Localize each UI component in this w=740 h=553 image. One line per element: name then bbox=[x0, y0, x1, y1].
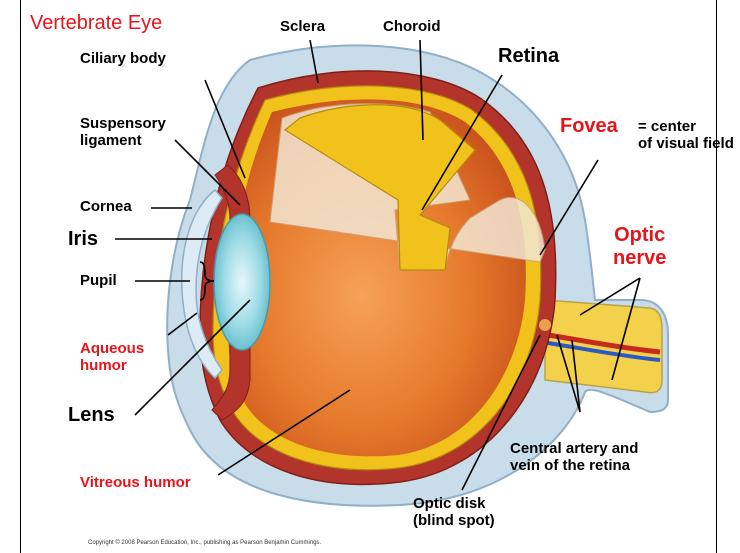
label-optic-disk: Optic disk (blind spot) bbox=[413, 495, 495, 530]
label-lens: Lens bbox=[68, 404, 115, 427]
label-central-artery: Central artery and vein of the retina bbox=[510, 440, 638, 475]
label-sclera: Sclera bbox=[280, 18, 325, 35]
optic-disk-mark bbox=[539, 319, 551, 331]
lens-shape bbox=[214, 214, 270, 350]
label-retina: Retina bbox=[498, 45, 559, 68]
label-suspensory-ligament: Suspensory ligament bbox=[80, 115, 166, 150]
label-fovea-description: = center of visual field bbox=[638, 118, 734, 153]
label-iris: Iris bbox=[68, 228, 98, 251]
label-vitreous-humor: Vitreous humor bbox=[80, 474, 191, 491]
label-cornea: Cornea bbox=[80, 198, 132, 215]
label-choroid: Choroid bbox=[383, 18, 441, 35]
label-fovea: Fovea bbox=[560, 115, 618, 138]
label-optic-nerve: Optic nerve bbox=[613, 224, 666, 270]
label-aqueous-humor: Aqueous humor bbox=[80, 340, 144, 375]
label-ciliary-body: Ciliary body bbox=[80, 50, 166, 67]
label-pupil: Pupil bbox=[80, 272, 117, 289]
copyright-note: Copyright © 2008 Pearson Education, Inc.… bbox=[88, 540, 321, 546]
diagram-title: Vertebrate Eye bbox=[30, 12, 162, 35]
